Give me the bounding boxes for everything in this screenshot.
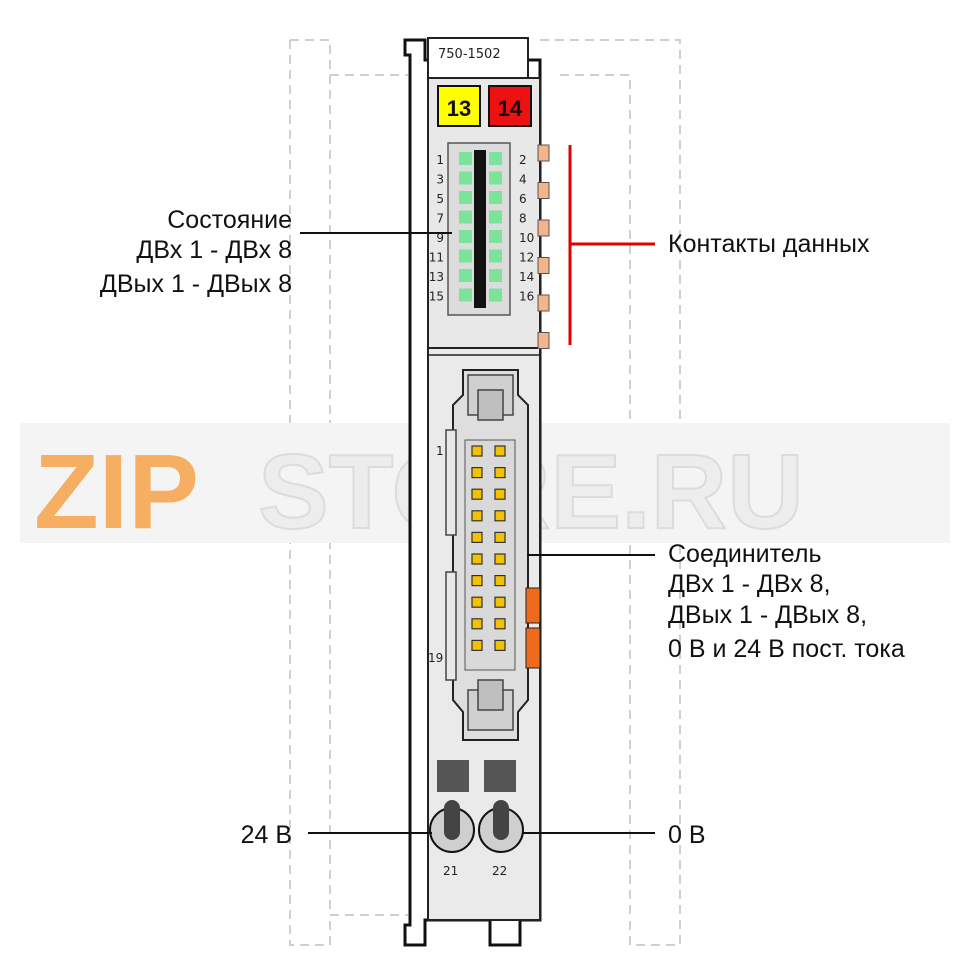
led-9 bbox=[459, 230, 472, 243]
status-label-line2: ДВх 1 - ДВх 8 bbox=[136, 236, 292, 264]
data-contact bbox=[537, 182, 550, 199]
led-6 bbox=[489, 191, 502, 204]
status-led-panel bbox=[447, 142, 511, 316]
led-numbers-right: 2 4 6 8 10 12 14 16 bbox=[519, 153, 534, 304]
connector-pin bbox=[494, 531, 506, 544]
connector-label-line4: 0 В и 24 В пост. тока bbox=[668, 635, 905, 663]
led-15 bbox=[459, 288, 472, 302]
led-number-13: 13 bbox=[429, 270, 444, 284]
leader-lines bbox=[300, 145, 655, 834]
connector-pin bbox=[471, 488, 483, 500]
ghost-module-right bbox=[540, 39, 681, 946]
led-16 bbox=[489, 288, 502, 302]
led-7 bbox=[459, 210, 472, 224]
data-contact bbox=[537, 332, 550, 349]
data-contact bbox=[537, 144, 550, 162]
led-11 bbox=[459, 249, 472, 263]
connector-pin bbox=[471, 574, 483, 587]
connector-pin bbox=[471, 639, 483, 652]
terminal-21 bbox=[429, 800, 475, 853]
led-number-9: 9 bbox=[436, 231, 444, 245]
led-3 bbox=[459, 171, 472, 185]
led-number-2: 2 bbox=[519, 153, 527, 167]
led-2 bbox=[489, 152, 502, 165]
led-12 bbox=[489, 249, 502, 263]
led-number-12: 12 bbox=[519, 251, 534, 265]
connector-label-line2: ДВх 1 - ДВх 8, bbox=[668, 570, 831, 598]
led-number-4: 4 bbox=[519, 173, 527, 187]
connector-label-line1: Соединитель bbox=[668, 540, 822, 568]
terminal-21-label: 21 bbox=[443, 864, 458, 878]
model-number: 750-1502 bbox=[438, 47, 501, 62]
data-contact bbox=[537, 257, 550, 274]
led-number-8: 8 bbox=[519, 212, 527, 226]
connector bbox=[445, 369, 541, 741]
connector-pin bbox=[471, 553, 483, 565]
led-number-10: 10 bbox=[519, 231, 534, 245]
connector-pin bbox=[471, 596, 483, 608]
led-5 bbox=[459, 191, 472, 204]
connector-label-line3: ДВых 1 - ДВых 8, bbox=[668, 601, 867, 629]
status-label-line1: Состояние bbox=[167, 206, 292, 234]
led-13 bbox=[459, 269, 472, 282]
connector-pin bbox=[494, 510, 506, 522]
connector-pin bbox=[494, 488, 506, 500]
v24-label: 24 В bbox=[241, 821, 292, 849]
data-contact bbox=[537, 219, 550, 237]
led-number-3: 3 bbox=[436, 173, 444, 187]
connector-pin bbox=[471, 510, 483, 522]
data-contacts bbox=[537, 144, 550, 349]
terminal-22-label: 22 bbox=[492, 864, 507, 878]
badge-14 bbox=[488, 85, 532, 127]
connector-pin bbox=[494, 553, 506, 565]
led-number-16: 16 bbox=[519, 290, 534, 304]
v0-label: 0 В bbox=[668, 821, 706, 849]
led-number-11: 11 bbox=[429, 251, 444, 265]
connector-pin bbox=[471, 467, 483, 479]
connector-pin bbox=[471, 531, 483, 544]
data-contact bbox=[537, 294, 550, 312]
badge-13 bbox=[437, 85, 481, 127]
led-14 bbox=[489, 269, 502, 282]
led-number-6: 6 bbox=[519, 192, 527, 206]
terminal-22 bbox=[478, 800, 524, 853]
badge-13-label: 13 bbox=[447, 96, 471, 121]
connector-pin bbox=[494, 445, 506, 457]
badge-14-label: 14 bbox=[498, 96, 523, 121]
led-10 bbox=[489, 230, 502, 243]
power-block-right bbox=[484, 760, 516, 792]
connector-pin bbox=[471, 445, 483, 457]
connector-pins bbox=[471, 445, 506, 652]
led-number-14: 14 bbox=[519, 270, 534, 284]
connector-orange-tab-2 bbox=[525, 627, 541, 669]
led-8 bbox=[489, 210, 502, 224]
led-number-7: 7 bbox=[436, 212, 444, 226]
connector-pin bbox=[494, 467, 506, 479]
led-number-5: 5 bbox=[436, 192, 444, 206]
status-leds bbox=[459, 152, 502, 302]
connector-latch-bottom bbox=[477, 679, 504, 711]
data-contacts-label: Контакты данных bbox=[668, 230, 870, 258]
led-4 bbox=[489, 171, 502, 185]
connector-pin bbox=[494, 596, 506, 608]
led-number-1: 1 bbox=[436, 153, 444, 167]
connector-pin-19-label: 19 bbox=[428, 651, 443, 665]
watermark-zip: ZIP bbox=[34, 433, 199, 551]
power-area bbox=[429, 760, 524, 853]
connector-orange-tab-1 bbox=[525, 587, 541, 624]
connector-pin bbox=[494, 574, 506, 587]
status-label-line3: ДВых 1 - ДВых 8 bbox=[100, 270, 292, 298]
connector-pin bbox=[494, 639, 506, 652]
led-1 bbox=[459, 152, 472, 165]
connector-pin bbox=[494, 618, 506, 630]
connector-pin bbox=[471, 618, 483, 630]
led-number-15: 15 bbox=[429, 290, 444, 304]
connector-latch-top bbox=[477, 389, 504, 421]
channel-badges: 13 14 bbox=[437, 85, 532, 127]
connector-pin-1-label: 1 bbox=[436, 444, 444, 458]
power-block-left bbox=[437, 760, 469, 792]
